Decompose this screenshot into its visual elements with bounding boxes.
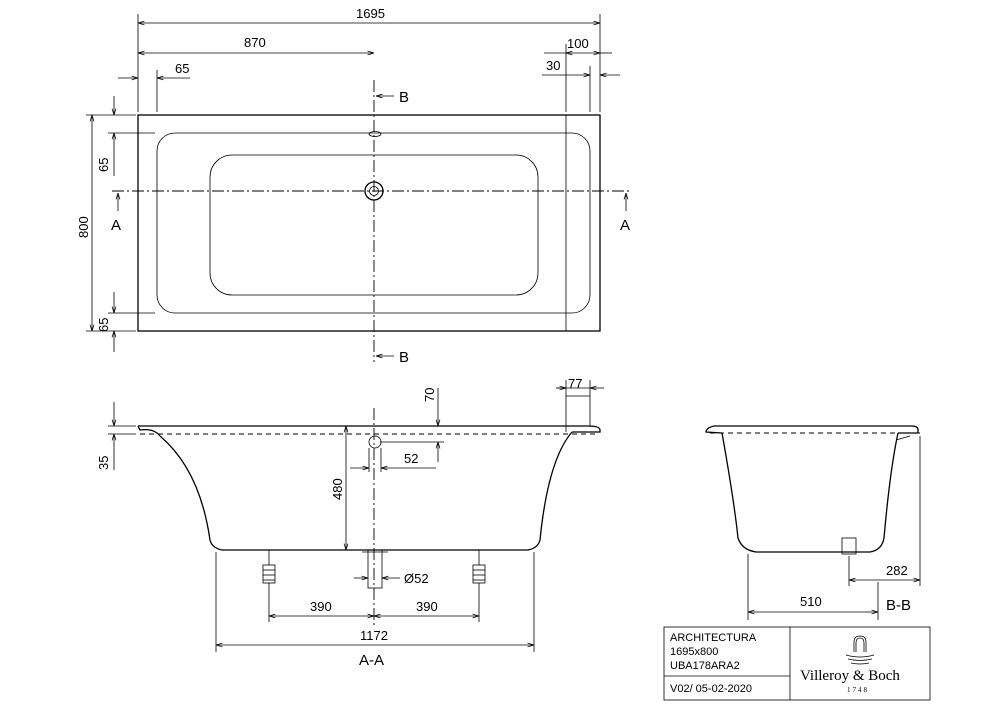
tub-inner-rim — [156, 132, 591, 314]
dim-70: 70 — [422, 388, 437, 402]
dim-1172: 1172 — [360, 628, 388, 643]
brand-name: Villeroy & Boch — [800, 668, 900, 684]
dim-drain-diameter: Ø52 — [404, 571, 429, 586]
product-size: 1695x800 — [670, 646, 718, 658]
dim-390-right: 390 — [416, 599, 438, 614]
dim-1695: 1695 — [356, 6, 385, 21]
product-name: ARCHITECTURA — [670, 632, 757, 644]
brand-year: 1748 — [847, 686, 869, 694]
title-block: ARCHITECTURA 1695x800 UBA178ARA2 V02/ 05… — [663, 626, 931, 701]
dim-800: 800 — [76, 216, 91, 238]
dim-65-top: 65 — [96, 158, 111, 172]
tub-profile-bb — [721, 432, 899, 553]
brand-logo-icon — [845, 635, 875, 665]
dim-480: 480 — [330, 478, 345, 500]
tub-outline-top — [137, 114, 601, 332]
dim-35: 35 — [96, 456, 111, 470]
dim-65-bottom: 65 — [96, 318, 111, 332]
dim-870: 870 — [244, 35, 266, 50]
section-bb-title: B-B — [886, 597, 911, 614]
version-date: V02/ 05-02-2020 — [670, 683, 752, 695]
dim-52: 52 — [404, 451, 418, 466]
drain-pipe — [367, 549, 383, 589]
top-view: 1695 870 65 100 30 800 65 65 — [76, 6, 632, 366]
section-b-bottom: B — [399, 349, 409, 366]
overflow-icon — [368, 131, 382, 137]
foot-left — [262, 550, 276, 592]
tub-profile-aa — [159, 431, 573, 551]
section-aa-view: 77 70 52 35 480 Ø52 — [96, 376, 604, 669]
dim-77: 77 — [568, 376, 582, 391]
dim-100: 100 — [567, 36, 589, 51]
section-b-top: B — [399, 89, 409, 106]
section-bb-view: 282 510 B-B — [705, 425, 921, 620]
foot-right — [472, 550, 486, 592]
section-a-right: A — [620, 217, 630, 234]
dim-30: 30 — [546, 58, 560, 73]
dim-390-left: 390 — [310, 599, 332, 614]
dim-282: 282 — [886, 563, 908, 578]
product-code: UBA178ARA2 — [670, 660, 740, 672]
dim-65-left: 65 — [175, 61, 189, 76]
dim-510: 510 — [800, 594, 822, 609]
section-aa-title: A-A — [359, 652, 384, 669]
section-a-left: A — [111, 217, 121, 234]
